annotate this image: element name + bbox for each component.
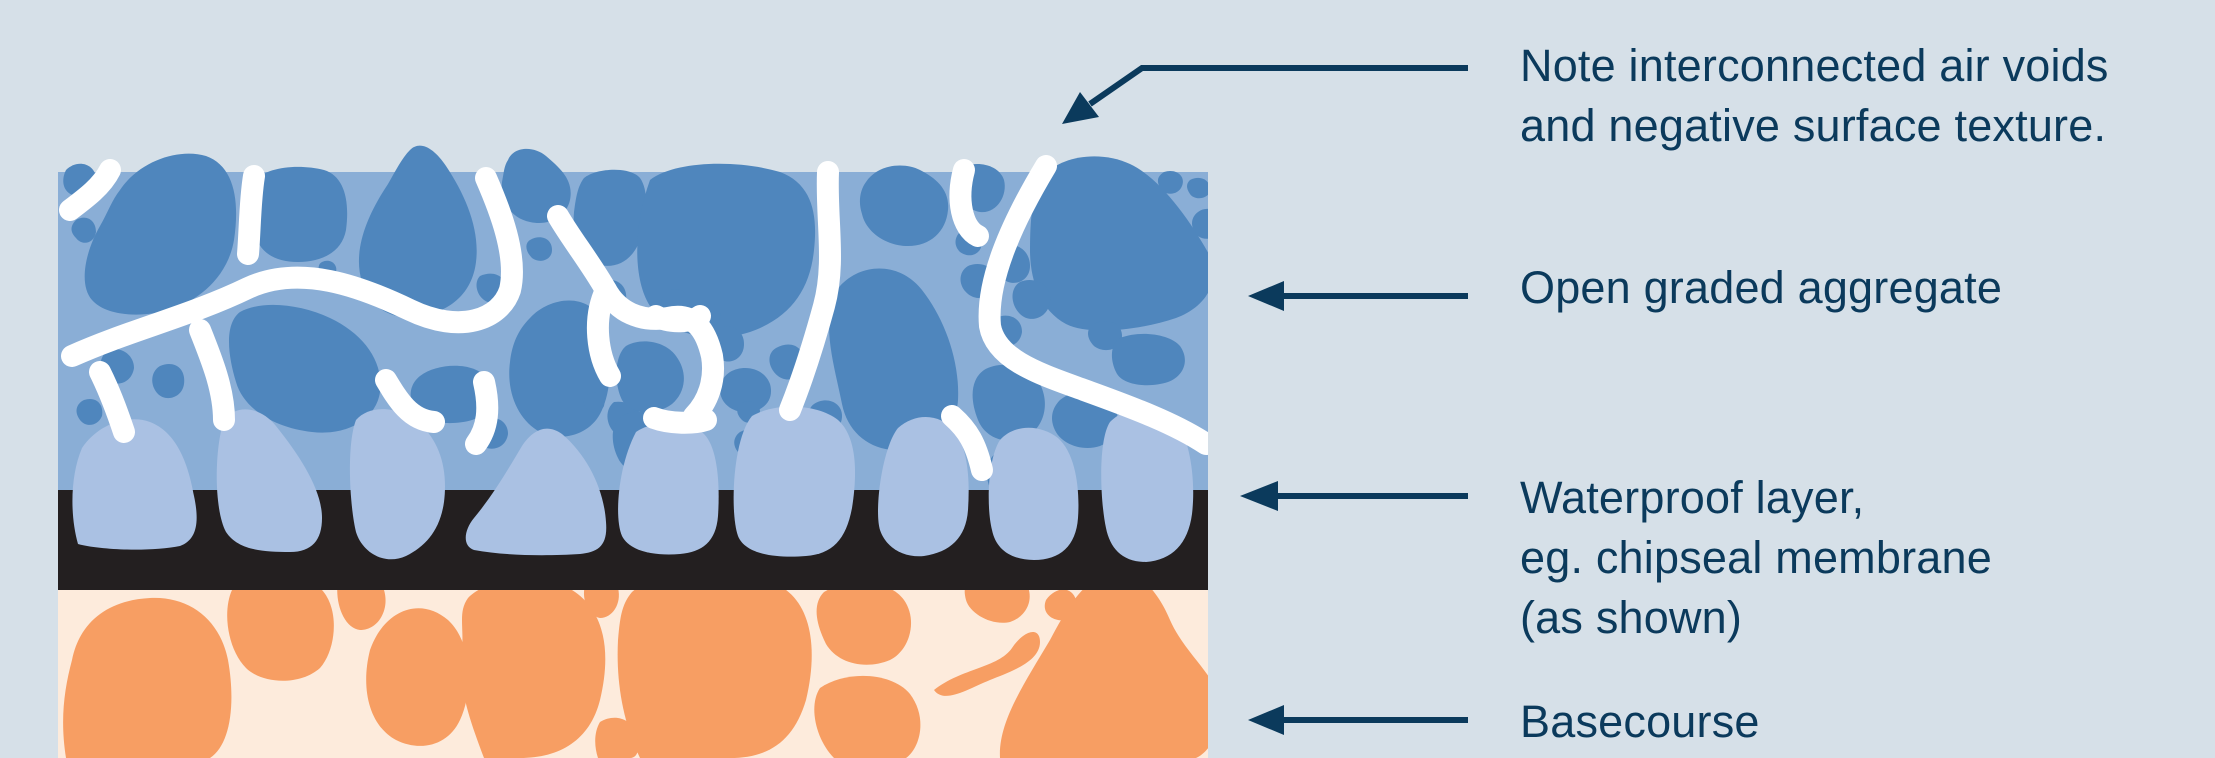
callout-basecourse-line-1: Basecourse [1520, 692, 1760, 752]
callout-waterproof-line-2: eg. chipseal membrane [1520, 528, 1992, 588]
arrow-air-voids [1062, 68, 1468, 124]
arrow-waterproof [1240, 481, 1468, 511]
layer-stack [58, 146, 1222, 758]
callout-waterproof-line-1: Waterproof layer, [1520, 468, 1992, 528]
arrow-open-graded [1248, 281, 1468, 311]
callout-open-graded-line-1: Open graded aggregate [1520, 258, 2002, 318]
callout-air-voids-line-1: Note interconnected air voids [1520, 36, 2109, 96]
callout-basecourse-label: Basecourse [1520, 692, 1760, 752]
callout-waterproof-line-3: (as shown) [1520, 588, 1992, 648]
callout-air-voids-label: Note interconnected air voids and negati… [1520, 36, 2109, 156]
callout-open-graded-label: Open graded aggregate [1520, 258, 2002, 318]
arrow-basecourse [1248, 705, 1468, 735]
callout-air-voids-line-2: and negative surface texture. [1520, 96, 2109, 156]
callout-waterproof-label: Waterproof layer, eg. chipseal membrane … [1520, 468, 1992, 648]
